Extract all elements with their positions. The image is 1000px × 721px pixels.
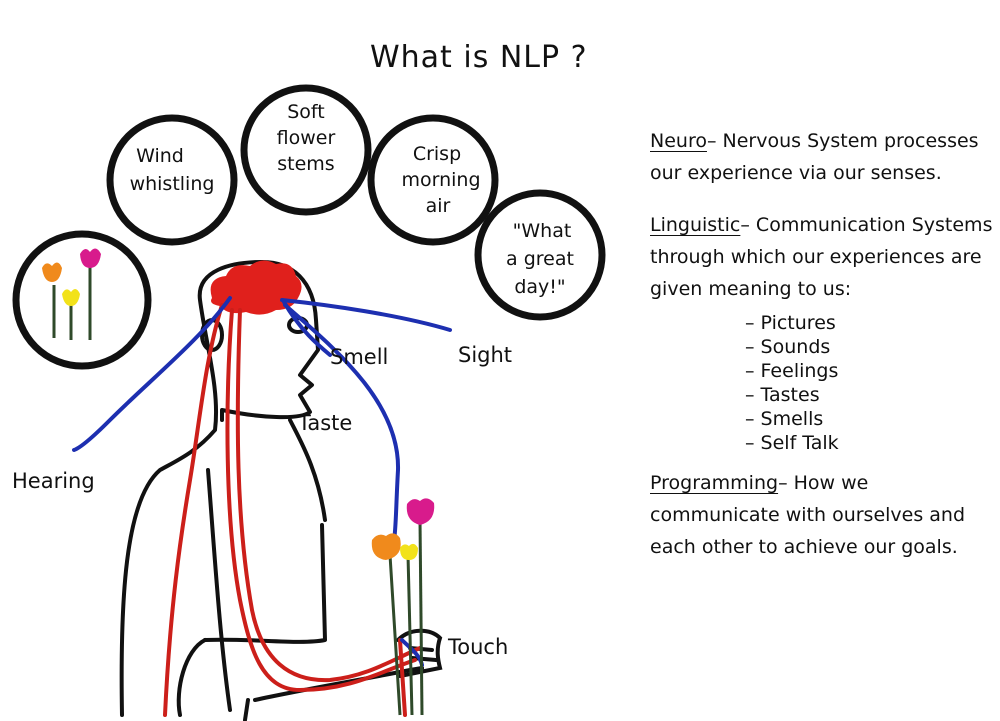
- magenta-flower-icon: [406, 498, 435, 525]
- bubble-line: whistling: [130, 173, 215, 195]
- bubble-line: morning: [401, 169, 480, 191]
- list-item: Self Talk: [745, 431, 995, 455]
- modality-list: Pictures Sounds Feelings Tastes Smells S…: [745, 311, 995, 455]
- bubble-what-a-great-day: "What a great day!": [474, 189, 606, 321]
- bubble-line: Crisp: [413, 143, 461, 165]
- label-smell: Smell: [330, 345, 388, 369]
- orange-flower-icon: [371, 533, 401, 560]
- yellow-flower-icon: [62, 288, 80, 306]
- label-touch: Touch: [447, 635, 508, 659]
- sight-nerve: [280, 298, 452, 332]
- bubble-line: Wind: [136, 145, 184, 167]
- bubble-line: air: [426, 195, 451, 217]
- bubble-wind-whistling: Wind whistling: [106, 114, 238, 246]
- definition-text: How we communicate with ourselves and ea…: [650, 472, 966, 558]
- definition-text: Communication Systems through which our …: [650, 214, 993, 300]
- hand-flowers: [371, 498, 435, 716]
- bubble-line: a great: [506, 248, 574, 270]
- label-taste: Taste: [297, 411, 352, 435]
- yellow-flower-icon: [400, 543, 418, 560]
- label-hearing: Hearing: [12, 469, 95, 493]
- bubble-line: flower: [277, 127, 336, 149]
- bubble-line: stems: [277, 153, 334, 175]
- list-item: Smells: [745, 407, 995, 431]
- list-item: Feelings: [745, 359, 995, 383]
- definition-text: Nervous System processes our experience …: [650, 130, 979, 184]
- bubble-soft-flower-stems: Soft flower stems: [240, 84, 372, 216]
- term-programming: Programming: [650, 472, 779, 494]
- bubble-flowers: [12, 230, 152, 370]
- human-figure: [119, 260, 424, 721]
- list-item: Sounds: [745, 335, 995, 359]
- touch-nerve: [283, 303, 401, 542]
- label-sight: Sight: [458, 343, 512, 367]
- bubble-line: day!": [514, 276, 565, 298]
- definition-linguistic: Linguistic– Communication Systems throug…: [650, 214, 993, 300]
- bubble-line: "What: [513, 220, 572, 242]
- magenta-flower-icon: [80, 248, 101, 268]
- bubble-crisp-morning-air: Crisp morning air: [367, 114, 499, 246]
- list-item: Tastes: [745, 383, 995, 407]
- page-title: What is NLP ?: [370, 40, 588, 75]
- brain-icon: [210, 260, 302, 315]
- definitions-panel: Neuro– Nervous System processes our expe…: [650, 125, 995, 583]
- list-item: Pictures: [745, 311, 995, 335]
- orange-flower-icon: [42, 262, 62, 282]
- hearing-nerve: [72, 296, 232, 452]
- term-linguistic: Linguistic: [650, 214, 741, 236]
- term-neuro: Neuro: [650, 130, 707, 152]
- bubble-line: Soft: [287, 101, 325, 123]
- definition-neuro: Neuro– Nervous System processes our expe…: [650, 130, 979, 184]
- definition-programming: Programming– How we communicate with our…: [650, 472, 966, 558]
- red-nerve-pathways: [163, 303, 422, 717]
